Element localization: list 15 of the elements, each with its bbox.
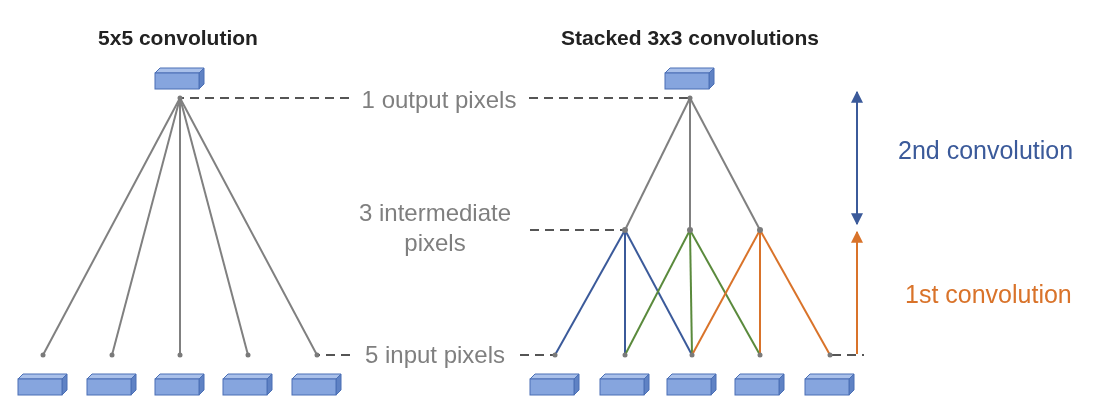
convolution-label: 1st convolution bbox=[905, 280, 1072, 309]
leader-line bbox=[519, 354, 556, 356]
heading: Stacked 3x3 convolutions bbox=[561, 26, 819, 50]
heading: 5x5 convolution bbox=[98, 26, 258, 50]
convolution-label: 2nd convolution bbox=[898, 136, 1074, 165]
leader-line bbox=[316, 354, 351, 356]
axis-label: 3 intermediate pixels bbox=[357, 198, 513, 258]
connection-line bbox=[111, 97, 181, 356]
axis-label: 1 output pixels bbox=[360, 85, 518, 115]
leader-line bbox=[528, 97, 691, 99]
axis-label: 5 input pixels bbox=[363, 340, 507, 370]
connection-line bbox=[179, 97, 318, 356]
connection-line bbox=[759, 229, 831, 356]
leader-line bbox=[179, 97, 350, 99]
connection-line bbox=[554, 229, 626, 356]
